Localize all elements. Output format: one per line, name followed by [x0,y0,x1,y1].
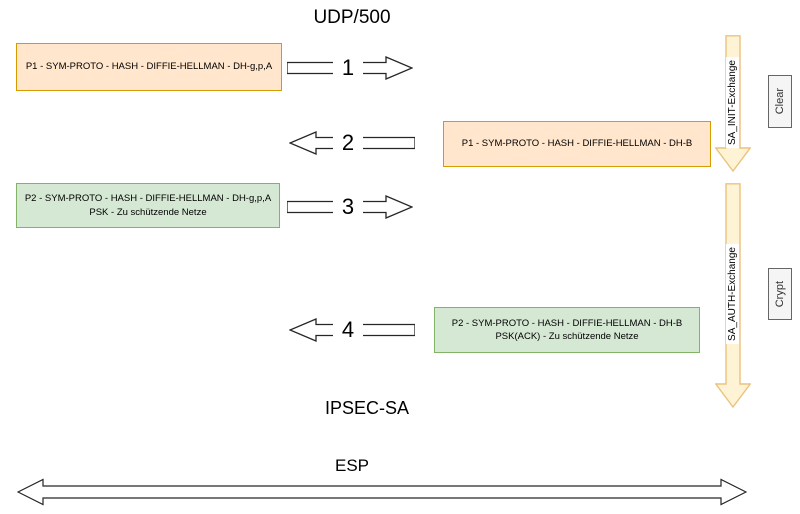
message-box-p2-responder-text2: PSK(ACK) - Zu schützende Netze [495,331,639,342]
ipsec-sa-label: IPSEC-SA [324,398,410,418]
sa-init-exchange-label: SA_INIT-Exchange [726,57,739,149]
sa-auth-exchange-label: SA_AUTH-Exchange [726,244,739,344]
esp-double-arrow [17,478,747,506]
crypt-mode-label: Crypt [774,280,786,308]
arrow-step-1-label: 1 [333,56,363,80]
message-box-p1-initiator-text: P1 - SYM-PROTO - HASH - DIFFIE-HELLMAN -… [25,61,273,73]
message-box-p2-initiator: P2 - SYM-PROTO - HASH - DIFFIE-HELLMAN -… [16,183,280,228]
message-box-p1-responder: P1 - SYM-PROTO - HASH - DIFFIE-HELLMAN -… [443,121,711,167]
arrow-step-2-label: 2 [333,131,363,155]
clear-mode-label: Clear [774,88,786,115]
message-box-p2-responder: P2 - SYM-PROTO - HASH - DIFFIE-HELLMAN -… [434,307,700,353]
message-box-p1-initiator: P1 - SYM-PROTO - HASH - DIFFIE-HELLMAN -… [16,43,282,91]
message-box-p2-responder-text: P2 - SYM-PROTO - HASH - DIFFIE-HELLMAN -… [451,317,683,329]
udp-500-title: UDP/500 [313,7,391,28]
message-box-p2-initiator-text: P2 - SYM-PROTO - HASH - DIFFIE-HELLMAN -… [24,193,272,205]
message-box-p2-initiator-text2: PSK - Zu schützende Netze [89,206,207,218]
crypt-mode-box: Crypt [768,268,792,320]
arrow-step-3-label: 3 [333,195,363,219]
clear-mode-box: Clear [768,75,792,128]
message-box-p1-responder-text: P1 - SYM-PROTO - HASH - DIFFIE-HELLMAN -… [461,138,693,150]
esp-label: ESP [334,456,370,475]
arrow-step-4-label: 4 [333,318,363,342]
